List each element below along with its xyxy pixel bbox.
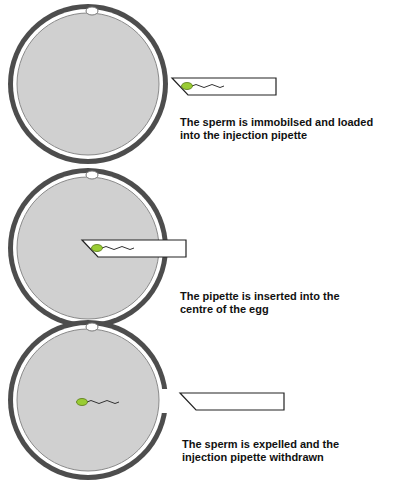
egg-cell [8,4,168,164]
caption-text: The sperm is expelled and the injection … [182,438,377,464]
zona-pellucida [8,4,168,164]
injection-pipette [82,240,186,257]
polar-body [86,171,98,179]
polar-body [86,7,98,15]
cytoplasm [17,13,159,155]
cytoplasm [17,329,159,471]
egg-cell [8,320,174,480]
injection-pipette [172,78,276,95]
perivitelline-space [13,325,163,475]
zona-opening [158,389,174,413]
zona-pellucida [8,320,168,480]
sperm [92,245,135,252]
injection-pipette [180,393,284,410]
perivitelline-space [13,9,163,159]
caption-text: The sperm is immobilsed and loaded into … [180,116,375,142]
sperm [77,399,120,406]
polar-body [86,323,98,331]
caption-text: The pipette is inserted into the centre … [180,290,375,316]
sperm [182,83,225,90]
